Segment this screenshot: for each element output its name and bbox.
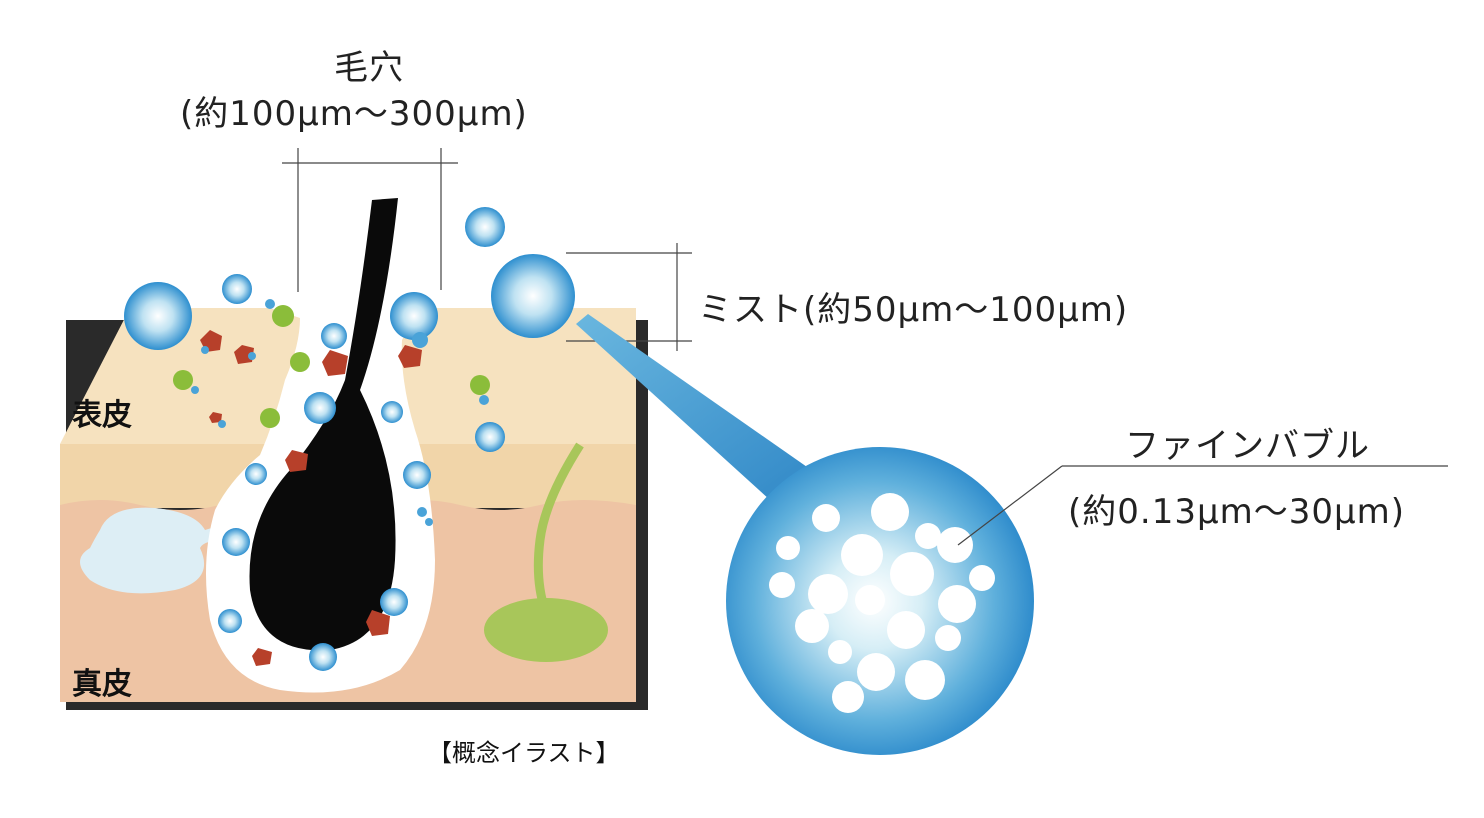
fine-bubble-dot (857, 653, 895, 691)
dermis-label: 真皮 (72, 667, 132, 702)
fine-bubble-size: (約0.13μm～30μm) (1068, 492, 1405, 532)
bubble-tiny (417, 507, 427, 517)
bubble (403, 461, 431, 489)
dirt-red (322, 350, 348, 376)
bubble (465, 207, 505, 247)
pore-size: (約100μm～300μm) (180, 94, 528, 134)
bubble-tiny (265, 299, 275, 309)
fine-bubble-leader (957, 465, 1448, 546)
bubble (222, 274, 252, 304)
zoom-cone (576, 314, 840, 500)
skin-block (60, 198, 648, 710)
pore-dimension (282, 148, 458, 292)
mist-bubble-large (491, 254, 575, 338)
fine-bubble-title: ファインバブル (1125, 426, 1370, 466)
bubble (390, 292, 438, 340)
bubble-tiny (479, 395, 489, 405)
dirt-red (252, 648, 272, 666)
dirt-red (209, 412, 222, 423)
dirt-green (272, 305, 294, 327)
fine-bubble-magnified (726, 447, 1034, 755)
bubble-tiny (191, 386, 199, 394)
fine-bubble-dot (915, 523, 941, 549)
epidermis-label: 表皮 (72, 398, 132, 433)
bubble (124, 282, 192, 350)
bubble-tiny (412, 332, 428, 348)
fine-bubble-dot (812, 504, 840, 532)
bubble (218, 609, 242, 633)
fine-bubble-dot (871, 493, 909, 531)
hair-shaft (249, 198, 398, 651)
bubble (304, 392, 336, 424)
mist-label: ミスト(約50μm～100μm) (698, 290, 1129, 330)
mist-dimension (566, 243, 692, 351)
caption: 【概念イラスト】 (428, 739, 620, 767)
fine-bubble-dot (769, 572, 795, 598)
sweat-duct (533, 442, 584, 612)
mist-bubbles (124, 207, 575, 671)
dirt-red (234, 345, 254, 364)
dirt-green (290, 352, 310, 372)
sweat-gland (484, 598, 608, 662)
fine-bubble-dot (832, 681, 864, 713)
bubble-tiny (218, 420, 226, 428)
fine-bubble-dot (969, 565, 995, 591)
bubble-tiny (248, 352, 256, 360)
bubble (475, 422, 505, 452)
fine-bubble-dot (855, 585, 885, 615)
fine-bubble-dot (905, 660, 945, 700)
fine-bubble-dot (808, 574, 848, 614)
dirt-green (260, 408, 280, 428)
fine-bubble-dot (828, 640, 852, 664)
fine-bubble-dot (935, 625, 961, 651)
fine-bubble-dot (795, 609, 829, 643)
dirt-green (173, 370, 193, 390)
bubble (380, 588, 408, 616)
bubble (222, 528, 250, 556)
sebaceous-gland (80, 507, 240, 594)
bubble (245, 463, 267, 485)
fine-bubble-dot (938, 585, 976, 623)
fine-bubble-dot (890, 552, 934, 596)
bubble (321, 323, 347, 349)
fine-bubble-dot (776, 536, 800, 560)
fine-bubble-dot (887, 611, 925, 649)
dirt-red (398, 345, 422, 368)
dirt-red (285, 450, 308, 472)
dirt-red (366, 610, 390, 636)
bubble-tiny (201, 346, 209, 354)
fine-bubble-dot (937, 527, 973, 563)
bubble-tiny (425, 518, 433, 526)
bubble (381, 401, 403, 423)
pore-title: 毛穴 (334, 48, 404, 88)
dirt-green (470, 375, 490, 395)
bubble (309, 643, 337, 671)
fine-bubble-dot (841, 534, 883, 576)
